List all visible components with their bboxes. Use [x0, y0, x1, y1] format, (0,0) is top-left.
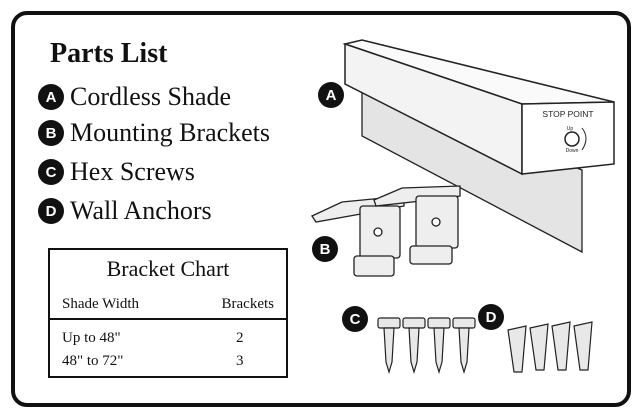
bracket-chart-title: Bracket Chart [106, 256, 230, 281]
part-label-a: Cordless Shade [70, 82, 232, 111]
part-badge-d: D [38, 198, 64, 224]
part-badge-b: B [38, 120, 64, 146]
image-badge-b: B [312, 236, 338, 262]
down-label: Down [566, 148, 579, 154]
part-badge-c: C [38, 159, 64, 185]
part-label-c: Hex Screws [70, 157, 195, 186]
image-badge-a: A [318, 82, 344, 108]
part-item-c: C Hex Screws [38, 157, 195, 187]
part-label-b: Mounting Brackets [70, 118, 271, 147]
stop-point-label: STOP POINT [542, 109, 593, 119]
part-item-b: B Mounting Brackets [38, 118, 270, 148]
up-label: Up [567, 126, 574, 132]
header-brackets: Brackets [221, 296, 274, 312]
part-item-a: A Cordless Shade [38, 82, 231, 112]
part-badge-a: A [38, 84, 64, 110]
row-1-width: Up to 48" [62, 330, 121, 346]
wall-anchors-image [507, 321, 593, 373]
image-badge-c: C [342, 306, 368, 332]
page-border [11, 11, 631, 407]
image-badge-d: D [478, 304, 504, 330]
page-title: Parts List [50, 38, 168, 69]
part-label-d: Wall Anchors [70, 196, 212, 225]
part-item-d: D Wall Anchors [38, 196, 212, 226]
row-2-width: 48" to 72" [62, 353, 124, 369]
header-shade-width: Shade Width [62, 296, 140, 312]
hex-screws-image [377, 317, 476, 375]
chart-divider [50, 318, 286, 320]
mounting-brackets-image [311, 185, 461, 277]
bracket-chart: Bracket Chart Shade Width Brackets Up to… [48, 248, 288, 378]
row-1-brackets: 2 [236, 330, 244, 346]
cordless-shade-image: STOP POINT Up Down [342, 39, 615, 254]
row-2-brackets: 3 [236, 353, 244, 369]
